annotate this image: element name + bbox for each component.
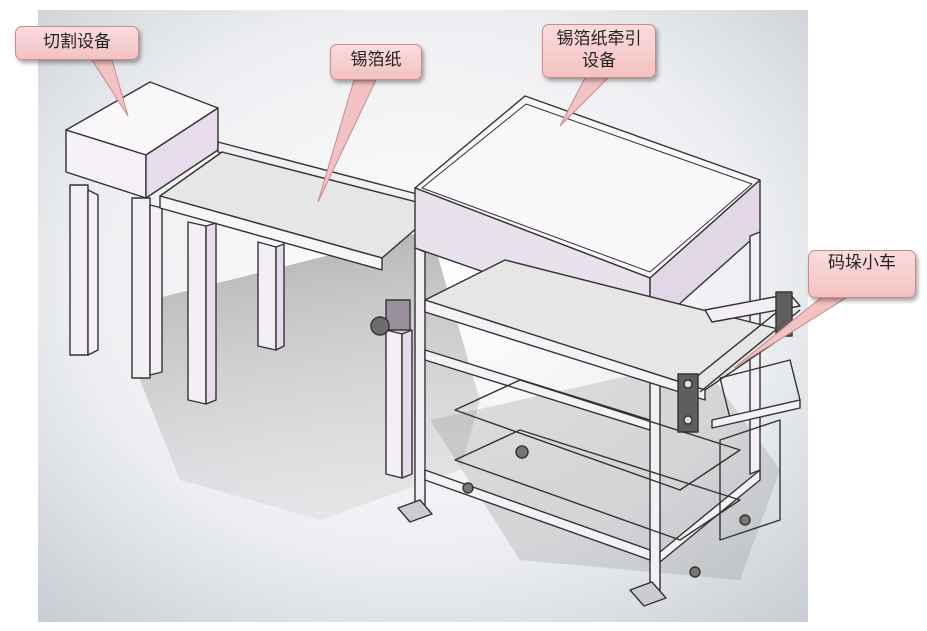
label-traction-equipment: 锡箔纸牵引设备 bbox=[542, 24, 656, 78]
label-stacking-cart: 码垛小车 bbox=[808, 250, 916, 298]
cutting-equipment bbox=[65, 81, 219, 379]
traction-equipment bbox=[397, 95, 791, 607]
label-tin-foil: 锡箔纸 bbox=[330, 44, 422, 80]
callout-tail-foil bbox=[317, 79, 377, 203]
label-cutting-equipment: 切割设备 bbox=[15, 26, 139, 60]
stacking-cart bbox=[677, 291, 801, 541]
callout-tail-cutting bbox=[91, 59, 129, 117]
